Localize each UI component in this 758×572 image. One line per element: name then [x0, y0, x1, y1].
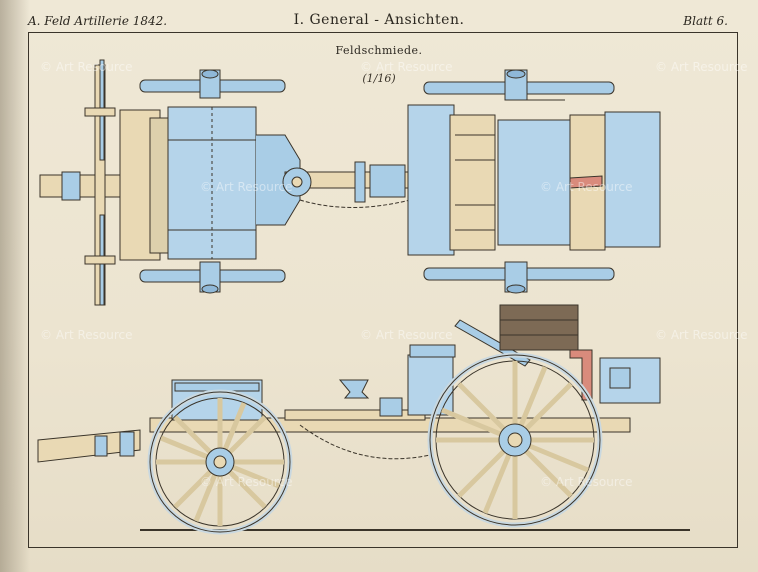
watermark: © Art Resource: [540, 475, 633, 489]
pole: [39, 174, 131, 198]
chain-side: [299, 424, 431, 460]
watermark: © Art Resource: [360, 328, 453, 342]
watermark: © Art Resource: [200, 475, 293, 489]
watermark: © Art Resource: [655, 328, 748, 342]
watermark: © Art Resource: [360, 60, 453, 74]
binding-shadow: [0, 0, 30, 572]
chimney-plan: [569, 175, 603, 189]
drawing-scale: (1/16): [362, 72, 396, 85]
forge-hearth-plan: [497, 119, 571, 246]
watermark: © Art Resource: [200, 180, 293, 194]
forge-body-side: [407, 354, 454, 416]
vise: [369, 164, 406, 198]
header-sheet-number: Blatt 6.: [683, 14, 728, 28]
rear-frame-left: [407, 104, 455, 256]
side-view-drawing: [37, 304, 690, 535]
header-title: I. General - Ansichten.: [293, 12, 465, 28]
pole-side: [37, 429, 141, 463]
watermark: © Art Resource: [40, 60, 133, 74]
plate-frame: [28, 32, 738, 548]
rear-box-plan: [604, 111, 661, 248]
watermark: © Art Resource: [40, 328, 133, 342]
anvil: [338, 379, 370, 399]
drag-chain: [299, 199, 411, 208]
header-series: A. Feld Artillerie 1842.: [28, 14, 168, 28]
watermark: © Art Resource: [540, 180, 633, 194]
watermark: © Art Resource: [655, 60, 748, 74]
chimney-side: [569, 349, 593, 401]
coal-box: [499, 304, 579, 351]
drawing-title: Feldschmiede.: [335, 44, 423, 57]
pole-tip: [61, 171, 81, 201]
